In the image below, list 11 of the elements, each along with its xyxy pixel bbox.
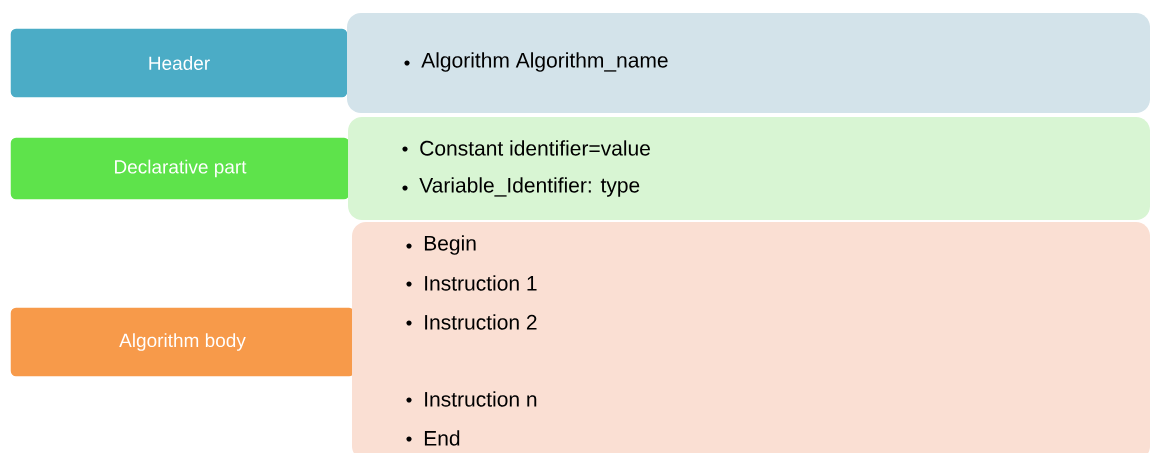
bullet-text: Instruction 1: [425, 275, 537, 291]
bullet-text: Begin: [424, 235, 476, 255]
bullet-text: Instruction n: [425, 391, 537, 407]
bullet-text: Algorithm Algorithm_name: [421, 52, 668, 72]
bullet-text: End: [424, 430, 460, 446]
bullet-text: Instruction 2: [425, 314, 537, 330]
label-box: Declarative part: [9, 136, 351, 201]
bullet-text: Constant identifier=value: [420, 140, 650, 156]
bullet-text: Variable_Identifier: type: [419, 177, 640, 197]
label-box: Header: [9, 27, 349, 99]
label-box: Algorithm body: [9, 306, 356, 378]
